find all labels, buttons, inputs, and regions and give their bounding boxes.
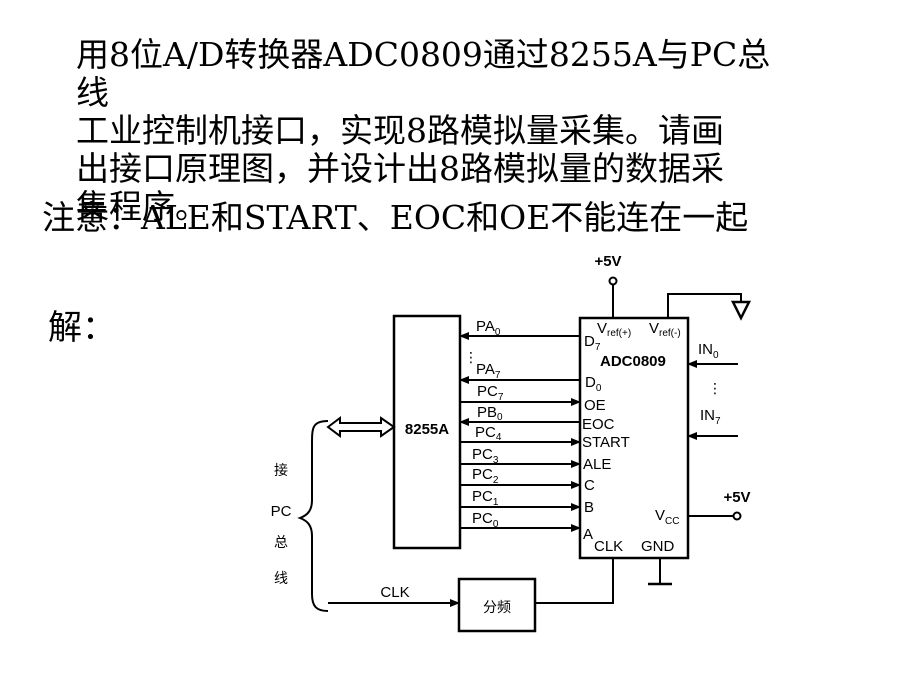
label-pc1: PC1 xyxy=(472,488,499,508)
bus-label-pc: PC xyxy=(271,503,292,520)
question-line: 出接口原理图，并设计出8路模拟量的数据采 xyxy=(76,149,724,188)
divider-to-clk-wire xyxy=(535,558,614,604)
label-pc2: PC2 xyxy=(472,466,499,486)
pin-gnd: GND xyxy=(641,538,675,555)
supply-top-terminal xyxy=(608,276,618,286)
label-pc4: PC4 xyxy=(475,424,502,443)
vref-minus-wire xyxy=(667,293,742,318)
label-pc7: PC7 xyxy=(477,383,504,403)
input-dots: ⋮ xyxy=(708,380,722,396)
pin-in0: IN0 xyxy=(698,341,719,361)
pin-a: A xyxy=(583,526,593,543)
divider-box xyxy=(457,577,537,633)
bus-label-jie: 接 xyxy=(274,462,288,478)
label-pc0: PC0 xyxy=(472,510,499,530)
pin-d7: D7 xyxy=(584,333,601,353)
clk-label: CLK xyxy=(380,584,409,601)
chip-8255-box xyxy=(392,314,462,550)
bus-dots: ⋮ xyxy=(464,349,478,365)
pin-vref-plus: Vref(+) xyxy=(597,320,631,339)
label-pa0: PA0 xyxy=(476,318,501,338)
question-line: 工业控制机接口，实现8路模拟量采集。请画 xyxy=(76,111,724,150)
pin-ale: ALE xyxy=(583,456,611,473)
pin-d0: D0 xyxy=(585,374,602,394)
solution-label: 解： xyxy=(48,308,116,348)
chip-8255-label: 8255A xyxy=(405,421,449,438)
pin-start: START xyxy=(582,434,630,451)
bus-double-arrow-icon xyxy=(326,416,396,438)
divider-label: 分频 xyxy=(483,599,511,615)
chip-adc-label: ADC0809 xyxy=(600,353,666,370)
pin-vcc: VCC xyxy=(655,507,679,527)
pin-in7: IN7 xyxy=(700,407,721,427)
adc-pin-dots: ⋮ xyxy=(573,355,587,371)
label-pa7: PA7 xyxy=(476,361,501,381)
supply-right-label: +5V xyxy=(723,489,750,506)
supply-right-terminal xyxy=(732,511,742,521)
label-pc3: PC3 xyxy=(472,446,499,466)
question-line: 集程序。 xyxy=(76,187,208,226)
question-line: 用8位A/D转换器ADC0809通过8255A与PC总线 xyxy=(76,35,771,112)
note-line: 注意：ALE和START、EOC和OE不能连在一起 xyxy=(42,198,749,237)
supply-top-label: +5V xyxy=(594,253,621,270)
question-paragraph: 用8位A/D转换器ADC0809通过8255A与PC总线 工业控制机接口，实现8… xyxy=(76,36,796,226)
bus-label-xian: 线 xyxy=(274,570,288,586)
pin-vref-minus: Vref(-) xyxy=(649,320,681,339)
pin-clk: CLK xyxy=(594,538,623,555)
label-pb0: PB0 xyxy=(477,404,503,423)
pin-c: C xyxy=(584,477,595,494)
pin-eoc: EOC xyxy=(582,416,615,433)
pin-b: B xyxy=(584,499,594,516)
bus-brace xyxy=(297,420,329,612)
ground-triangle-icon xyxy=(730,300,752,321)
bus-label-zong: 总 xyxy=(274,534,288,550)
pin-oe: OE xyxy=(584,397,606,414)
